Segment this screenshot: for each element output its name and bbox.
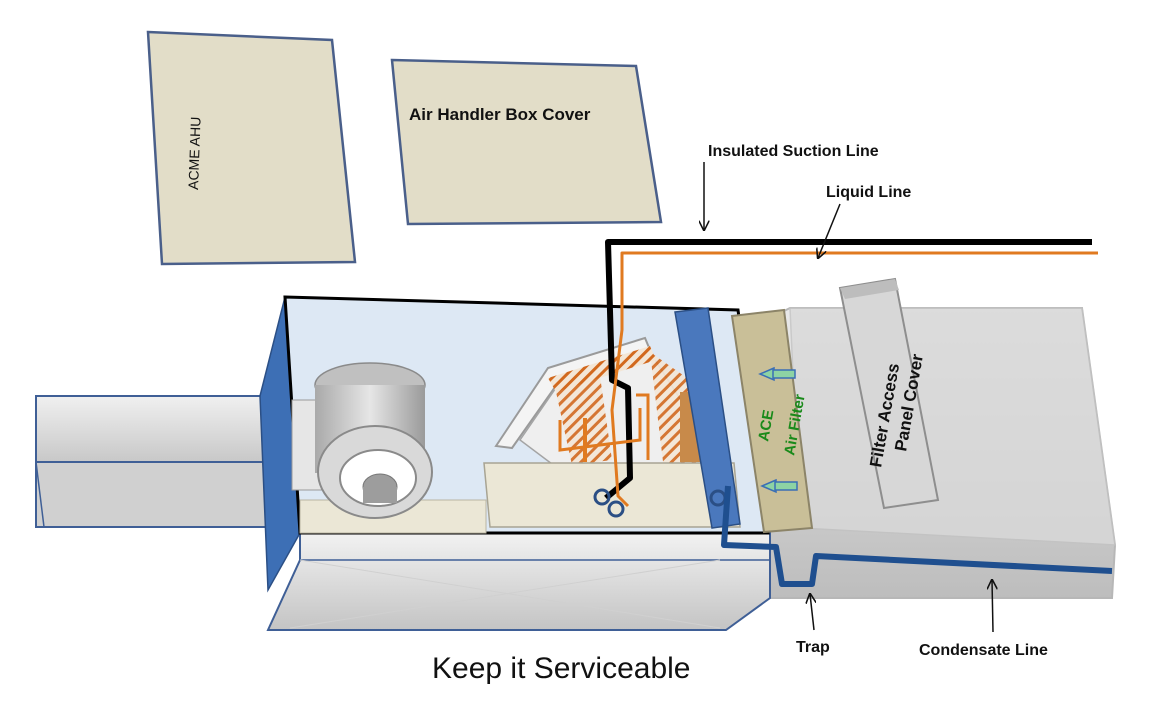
acme-ahu-label: ACME AHU bbox=[185, 116, 204, 190]
line-fittings bbox=[593, 488, 727, 518]
air-handler-box-cover: Air Handler Box Cover bbox=[390, 58, 663, 226]
airflow-arrow-upper bbox=[758, 366, 796, 382]
insulated-suction-line-label: Insulated Suction Line bbox=[708, 143, 879, 160]
trap-label: Trap bbox=[796, 639, 830, 656]
acme-ahu-cover: ACME AHU bbox=[146, 30, 357, 266]
condensate-pointer bbox=[992, 580, 993, 633]
airflow-arrow-lower bbox=[760, 478, 798, 494]
insulated-suction-line bbox=[604, 239, 1092, 501]
liquid-line bbox=[558, 251, 1098, 508]
condensate-line-label: Condensate Line bbox=[919, 642, 1048, 659]
air-filter: ACE Air Filter bbox=[730, 308, 814, 534]
trap-pointer bbox=[810, 594, 814, 631]
coil-side-panel bbox=[674, 307, 741, 529]
blower-fan bbox=[291, 362, 433, 519]
evaporator-coil bbox=[494, 336, 701, 471]
filter-label-line1: ACE bbox=[755, 409, 777, 443]
diagram-caption: Keep it Serviceable bbox=[432, 652, 691, 685]
box-cover-label: Air Handler Box Cover bbox=[409, 105, 591, 124]
cabinet-base bbox=[266, 532, 771, 631]
condensate-line bbox=[721, 485, 1113, 587]
liquid-line-label: Liquid Line bbox=[826, 184, 911, 201]
liquid-line-pointer bbox=[818, 203, 841, 258]
